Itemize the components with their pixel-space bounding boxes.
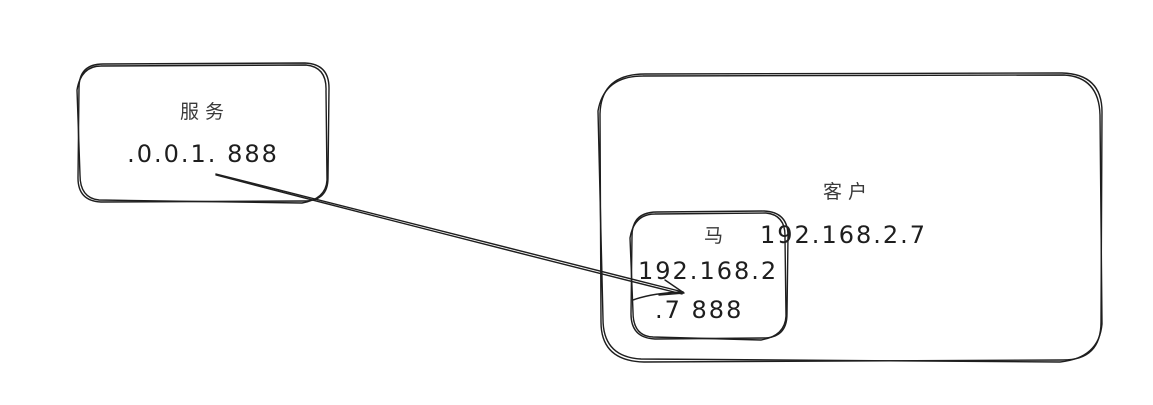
- client-title: 客户: [823, 181, 873, 203]
- inner-address-line2: .7 888: [655, 296, 743, 324]
- server-address: .0.0.1. 888: [127, 140, 279, 168]
- connection-arrow[interactable]: [215, 173, 685, 301]
- server-box[interactable]: [76, 62, 330, 204]
- inner-address-line1: 192.168.2: [638, 257, 778, 285]
- server-title: 服务: [180, 101, 230, 123]
- inner-title: 马: [704, 225, 729, 247]
- arrowhead-icon: [658, 279, 685, 296]
- client-box[interactable]: [597, 72, 1103, 363]
- inner-box[interactable]: [629, 210, 789, 341]
